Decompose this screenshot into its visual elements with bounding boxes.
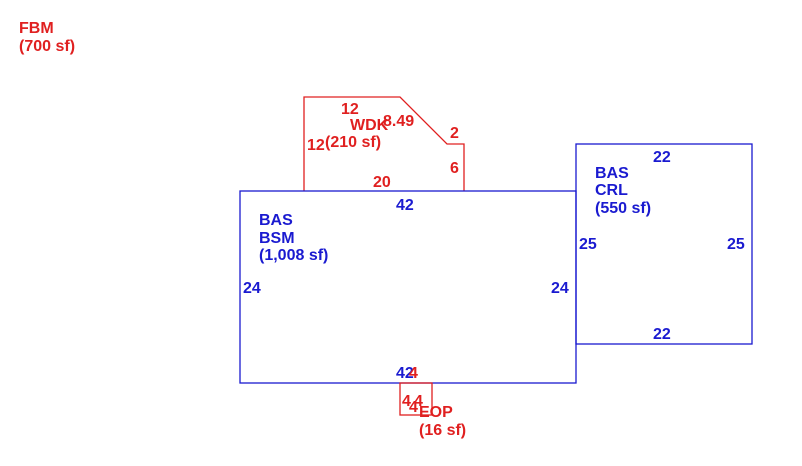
crl-code1: BAS: [595, 165, 629, 182]
eop-dim-left: 4: [402, 393, 411, 410]
crl-dim-right: 25: [727, 236, 745, 253]
bsm-area: (1,008 sf): [259, 247, 328, 264]
fbm-area: (700 sf): [19, 38, 75, 55]
fbm-code: FBM: [19, 20, 54, 37]
crl-area: (550 sf): [595, 200, 651, 217]
wdk-dim-diag: 8.49: [383, 113, 414, 130]
wdk-dim-right: 6: [450, 160, 459, 177]
crl-dim-top: 22: [653, 149, 671, 166]
wdk-dim-top: 12: [341, 101, 359, 118]
eop-code: EOP: [419, 404, 453, 421]
eop-area: (16 sf): [419, 422, 466, 439]
crl-outline: [575, 143, 753, 345]
wdk-dim-bottom: 20: [373, 174, 391, 191]
bsm-dim-right: 24: [551, 280, 569, 297]
wdk-dim-left: 12: [307, 137, 325, 154]
bsm-code2: BSM: [259, 230, 295, 247]
bsm-dim-bottom: 42: [396, 365, 414, 382]
bsm-code1: BAS: [259, 212, 293, 229]
crl-dim-bottom: 22: [653, 326, 671, 343]
bsm-dim-top: 42: [396, 197, 414, 214]
eop-dim-right: 4: [414, 393, 423, 410]
crl-code2: CRL: [595, 182, 628, 199]
crl-dim-left: 25: [579, 236, 597, 253]
eop-outline: [399, 382, 433, 416]
wdk-dim-right-top: 2: [450, 125, 459, 142]
eop-dim-bottom: 4: [409, 399, 418, 416]
wdk-code: WDK: [350, 117, 389, 134]
eop-dim-top: 4: [409, 365, 418, 382]
wdk-outline: [303, 96, 465, 191]
wdk-area: (210 sf): [325, 134, 381, 151]
bsm-dim-left: 24: [243, 280, 261, 297]
